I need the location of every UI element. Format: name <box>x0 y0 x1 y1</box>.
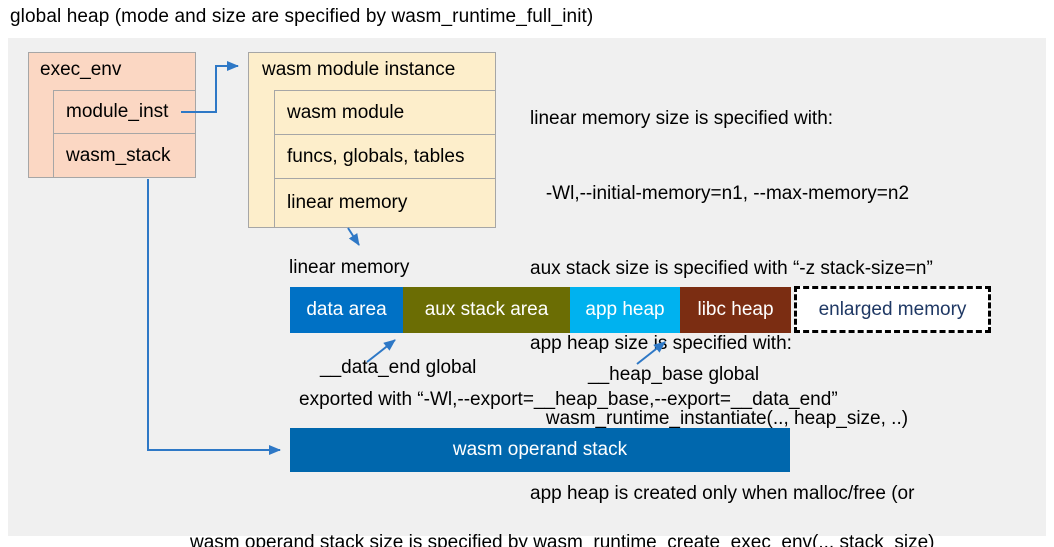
module-instance-field-linear-memory: linear memory <box>274 178 496 228</box>
operand-stack-info-text: wasm operand stack size is specified by … <box>190 480 935 547</box>
info-line: aux stack size is specified with “-z sta… <box>530 258 933 279</box>
memory-segment-enlarged-memory: enlarged memory <box>794 286 991 333</box>
memory-segment-libc-heap: libc heap <box>680 287 791 333</box>
info-line: app heap size is specified with: <box>530 333 792 354</box>
exec-env-field-module-inst: module_inst <box>53 90 196 134</box>
exec-env-label: exec_env <box>40 59 122 80</box>
linear-memory-info-text: linear memory size is specified with: -W… <box>530 56 1046 547</box>
info-line: app heap is created only when malloc/fre… <box>530 483 915 504</box>
diagram-title: global heap (mode and size are specified… <box>10 6 594 27</box>
memory-segment-app-heap: app heap <box>570 287 680 333</box>
data-end-global-label: __data_end global <box>320 357 477 378</box>
exported-with-label: exported with “-Wl,--export=__heap_base,… <box>299 389 838 410</box>
module-instance-field-funcs-globals-tables: funcs, globals, tables <box>274 134 496 179</box>
info-line: wasm_runtime_instantiate(.., heap_size, … <box>530 408 909 429</box>
memory-segment-aux-stack-area: aux stack area <box>403 287 570 333</box>
info-line: linear memory size is specified with: <box>530 108 834 129</box>
memory-segment-data-area: data area <box>290 287 403 333</box>
info-line: -Wl,--initial-memory=n1, --max-memory=n2 <box>530 183 910 204</box>
module-instance-label: wasm module instance <box>262 59 456 80</box>
heap-base-global-label: __heap_base global <box>588 364 760 385</box>
footer-line: wasm operand stack size is specified by … <box>190 532 935 547</box>
wasm-operand-stack-bar: wasm operand stack <box>290 428 790 472</box>
module-instance-field-wasm-module: wasm module <box>274 90 496 135</box>
linear-memory-label: linear memory <box>289 257 410 278</box>
exec-env-field-wasm-stack: wasm_stack <box>53 133 196 178</box>
